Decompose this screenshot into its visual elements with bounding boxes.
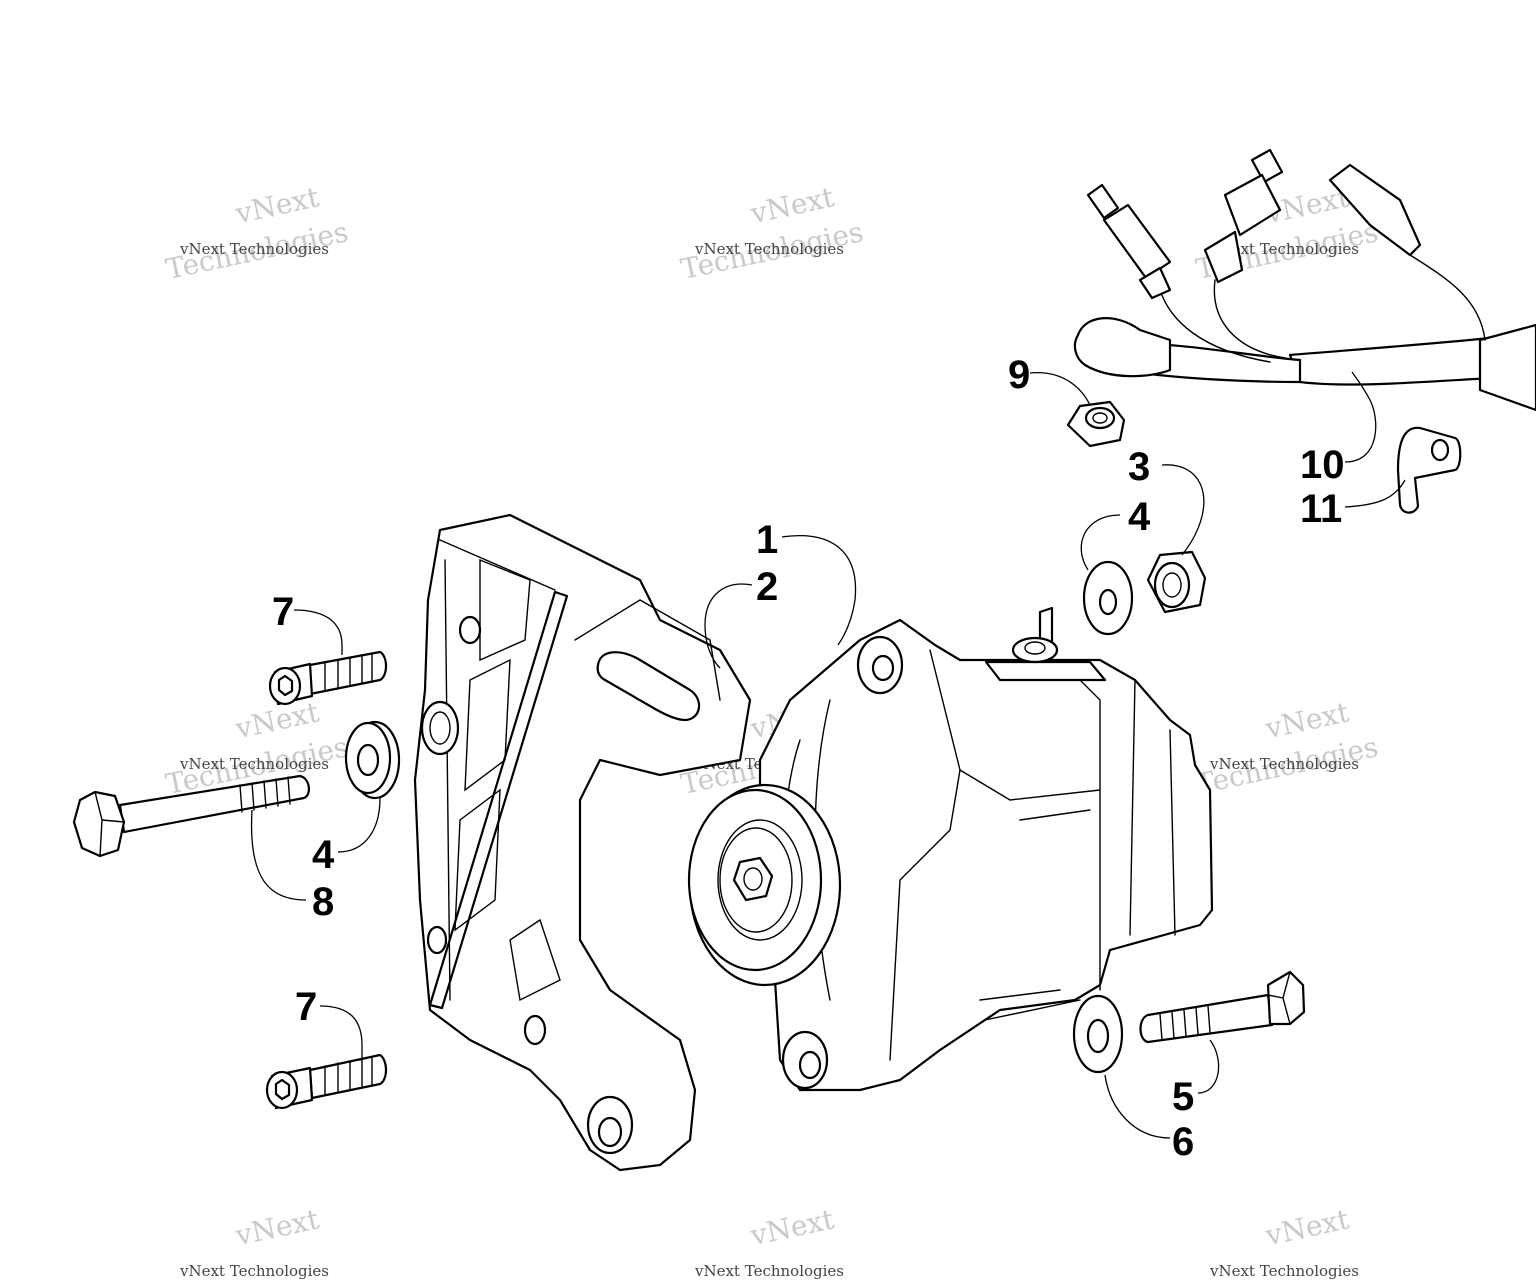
callout-9: 9 [1008,353,1030,397]
cap-screw-top: 7 [268,590,388,706]
svg-text:vNext Technologies: vNext Technologies [179,240,329,258]
callout-6: 6 [1172,1120,1194,1164]
svg-text:vNext: vNext [747,1202,838,1252]
hex-bolt: 8 [72,774,334,924]
leader-7-top [293,609,343,655]
leader-9 [1029,371,1091,406]
washer-left: 4 [312,720,401,877]
leader-6 [1104,1074,1171,1139]
leader-3 [1161,464,1205,556]
callout-8: 8 [312,880,334,924]
mounting-bracket: 2 [413,513,778,1172]
callout-3: 3 [1128,445,1150,489]
leader-8 [250,809,307,901]
svg-text:vNext Technologies: vNext Technologies [694,240,844,258]
leader-4-left [337,797,381,853]
watermark: vNext Technologies vNext Technologies [1193,695,1381,801]
svg-text:vNext Technologies: vNext Technologies [179,1262,329,1280]
callout-2: 2 [756,565,778,609]
spade-connector [1203,148,1284,284]
callout-1: 1 [756,518,778,562]
wiring-harness: 10 [1073,148,1536,487]
leader-2 [704,583,753,669]
clamp: 11 [1300,426,1462,531]
svg-text:vNext Technologies: vNext Technologies [1209,1262,1359,1280]
callout-7-bottom: 7 [295,985,317,1029]
svg-text:vNext Technologies: vNext Technologies [1209,755,1359,773]
leader-11 [1344,479,1406,508]
cap-screw-bottom: 7 [265,985,388,1110]
watermark: vNext Technologies vNext Technologies [163,180,351,286]
svg-text:vNext Technologies: vNext Technologies [694,1262,844,1280]
callout-7-top: 7 [272,590,294,634]
watermark: vNext vNext Technologies [1209,1202,1359,1280]
spade-connector [1086,183,1172,300]
svg-text:vNext: vNext [232,1202,323,1252]
callout-4-left: 4 [312,833,335,877]
terminal-post [1011,606,1059,664]
svg-text:vNext Technologies: vNext Technologies [1209,240,1359,258]
hex-bolt-bottom: 5 [1139,970,1306,1119]
washer: 4 [1080,495,1151,636]
callout-11: 11 [1300,487,1342,531]
watermark-group: vNext Technologies vNext Technologies vN… [163,180,1381,1280]
washer-bottom-right: 6 [1072,994,1194,1164]
locknut: 9 [1008,353,1126,448]
callout-10: 10 [1300,443,1345,487]
leader-1 [781,535,857,646]
watermark: vNext vNext Technologies [694,1202,844,1280]
leader-10 [1344,371,1377,463]
svg-text:vNext Technologies: vNext Technologies [179,755,329,773]
leader-5 [1197,1039,1220,1094]
callout-5: 5 [1172,1075,1194,1119]
bullet-connector [1328,163,1422,257]
watermark: vNext Technologies vNext Technologies [678,180,866,286]
callout-4-right: 4 [1128,495,1151,539]
leader-7-bottom [319,1005,363,1058]
watermark: vNext vNext Technologies [179,1202,329,1280]
svg-text:vNext: vNext [1262,1202,1353,1252]
pulley [687,783,842,987]
nut: 3 [1128,445,1207,614]
alternator: 1 [687,518,1214,1092]
leader-4-right [1080,514,1121,571]
